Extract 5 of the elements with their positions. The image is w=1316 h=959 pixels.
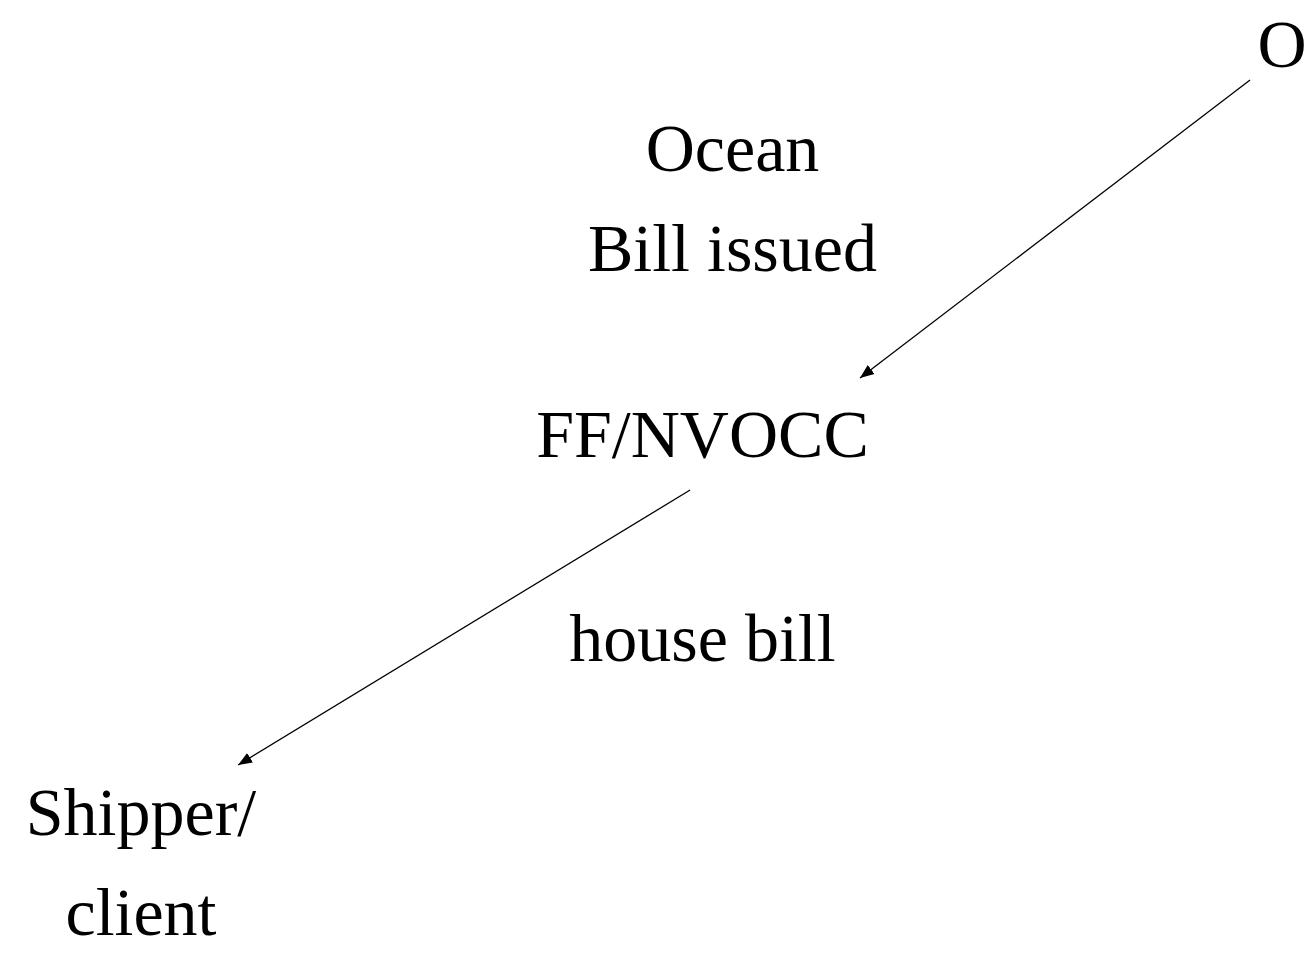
arrow [859,79,1251,379]
node-label: O [1248,8,1316,80]
node-label: FF/NVOCC [515,378,890,490]
arrow [237,489,691,766]
node-label: Shipper/ client [5,765,277,959]
